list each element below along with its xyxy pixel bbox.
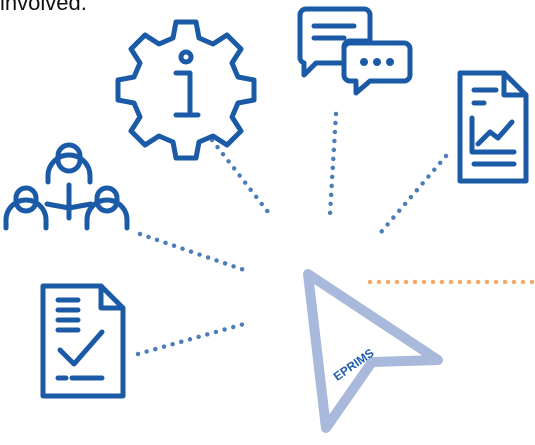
checklist-document-icon <box>40 283 126 399</box>
connector-report <box>373 153 449 241</box>
connector-checklist <box>135 321 247 357</box>
organization-chart-icon <box>3 142 130 231</box>
connector-org-chart <box>137 231 253 275</box>
connector-chat <box>327 111 339 217</box>
connector-info-gear <box>209 137 271 215</box>
caption-text: involved. <box>0 0 87 15</box>
report-chart-icon <box>457 70 529 184</box>
chat-bubbles-icon <box>297 6 413 96</box>
eprims-cursor-icon: EPRIMS <box>303 269 443 433</box>
info-gear-icon <box>115 19 257 161</box>
